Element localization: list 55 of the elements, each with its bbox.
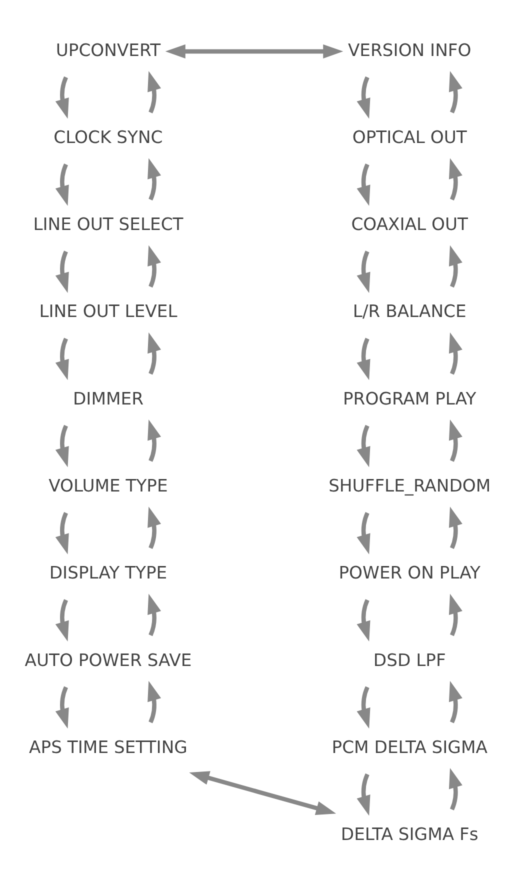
node-text: COAXIAL OUT — [351, 215, 468, 236]
node-text: CLOCK SYNC — [54, 128, 163, 148]
arrow — [55, 512, 69, 554]
arrow — [356, 512, 370, 554]
arrow — [148, 680, 162, 724]
arrow — [55, 424, 69, 468]
node-text: DSD LPF — [373, 650, 446, 671]
arrow — [356, 338, 370, 380]
arrow — [448, 420, 462, 462]
arrow — [148, 506, 162, 549]
arrow — [148, 594, 162, 636]
arrow — [356, 250, 370, 293]
node-text: PROGRAM PLAY — [343, 389, 476, 410]
arrow — [448, 71, 462, 114]
node-text: LINE OUT SELECT — [33, 215, 184, 236]
arrow — [55, 164, 69, 206]
node-text: UPCONVERT — [56, 40, 161, 61]
arrow — [148, 420, 162, 462]
arrow — [189, 771, 336, 815]
node-text: POWER ON PLAY — [338, 564, 480, 584]
node-text: L/R BALANCE — [352, 302, 466, 322]
arrow — [148, 245, 162, 288]
arrow — [448, 245, 462, 288]
arrow — [356, 599, 370, 642]
arrow — [356, 424, 370, 468]
arrow — [356, 164, 370, 206]
arrow — [356, 773, 370, 816]
node-text: LINE OUT LEVEL — [39, 302, 178, 322]
arrow — [55, 686, 69, 729]
arrow — [148, 158, 162, 200]
node-text: PCM DELTA SIGMA — [332, 738, 488, 758]
node-text: AUTO POWER SAVE — [24, 650, 192, 671]
arrow — [448, 680, 462, 724]
arrow — [448, 506, 462, 549]
node-text: APS TIME SETTING — [29, 738, 188, 758]
arrow — [448, 768, 462, 810]
arrow — [55, 599, 69, 642]
arrow — [55, 76, 69, 119]
node-text: DIMMER — [72, 389, 144, 410]
arrow — [148, 71, 162, 114]
node-text: OPTICAL OUT — [352, 128, 467, 148]
arrow — [55, 250, 69, 293]
arrow — [148, 332, 162, 375]
node-text: SHUFFLE_RANDOM — [328, 476, 491, 496]
node-text: DELTA SIGMA Fs — [340, 825, 478, 846]
node-text: VOLUME TYPE — [48, 476, 168, 496]
arrow — [448, 158, 462, 200]
arrow — [448, 332, 462, 375]
arrow — [55, 338, 69, 380]
node-text: VERSION INFO — [348, 40, 472, 61]
arrow — [448, 594, 462, 636]
arrow — [356, 686, 370, 729]
arrow — [356, 76, 370, 119]
node-text: DISPLAY TYPE — [49, 564, 168, 584]
arrow — [165, 44, 344, 58]
